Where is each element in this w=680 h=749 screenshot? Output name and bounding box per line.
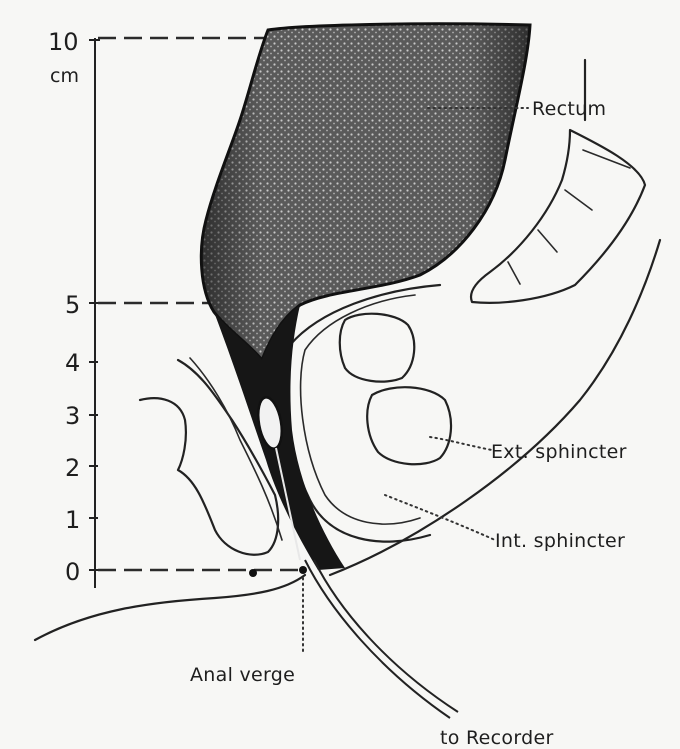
scale-label-0: 0 xyxy=(65,558,80,586)
scale-label-10: 10 xyxy=(48,28,79,56)
recorder-label: to Recorder xyxy=(440,727,554,749)
scale-unit-label: cm xyxy=(50,65,79,87)
scale-axis: 10 cm 5 4 3 2 1 0 xyxy=(48,28,100,588)
scale-label-2: 2 xyxy=(65,454,80,482)
buttock-contour xyxy=(330,240,660,575)
scale-label-1: 1 xyxy=(65,506,80,534)
recorder-catheter xyxy=(305,560,458,718)
int-sphincter-label: Int. sphincter xyxy=(495,530,625,552)
rectum-label: Rectum xyxy=(532,98,606,120)
ext-sphincter-leader-line xyxy=(430,437,492,450)
anal-verge-marker-left xyxy=(249,569,257,577)
ext-sphincter-upper-block xyxy=(340,314,415,382)
ext-sphincter-label: Ext. sphincter xyxy=(491,441,627,463)
ext-sphincter-lower-block xyxy=(367,387,451,464)
rectum xyxy=(201,24,530,570)
scale-label-3: 3 xyxy=(65,402,80,430)
scale-label-4: 4 xyxy=(65,349,80,377)
anal-verge-label: Anal verge xyxy=(190,664,295,686)
levator-curve-inner xyxy=(301,295,420,524)
rectum-edge-shading xyxy=(201,24,530,360)
scale-label-5: 5 xyxy=(65,291,80,319)
anal-verge-marker-right xyxy=(299,566,307,574)
